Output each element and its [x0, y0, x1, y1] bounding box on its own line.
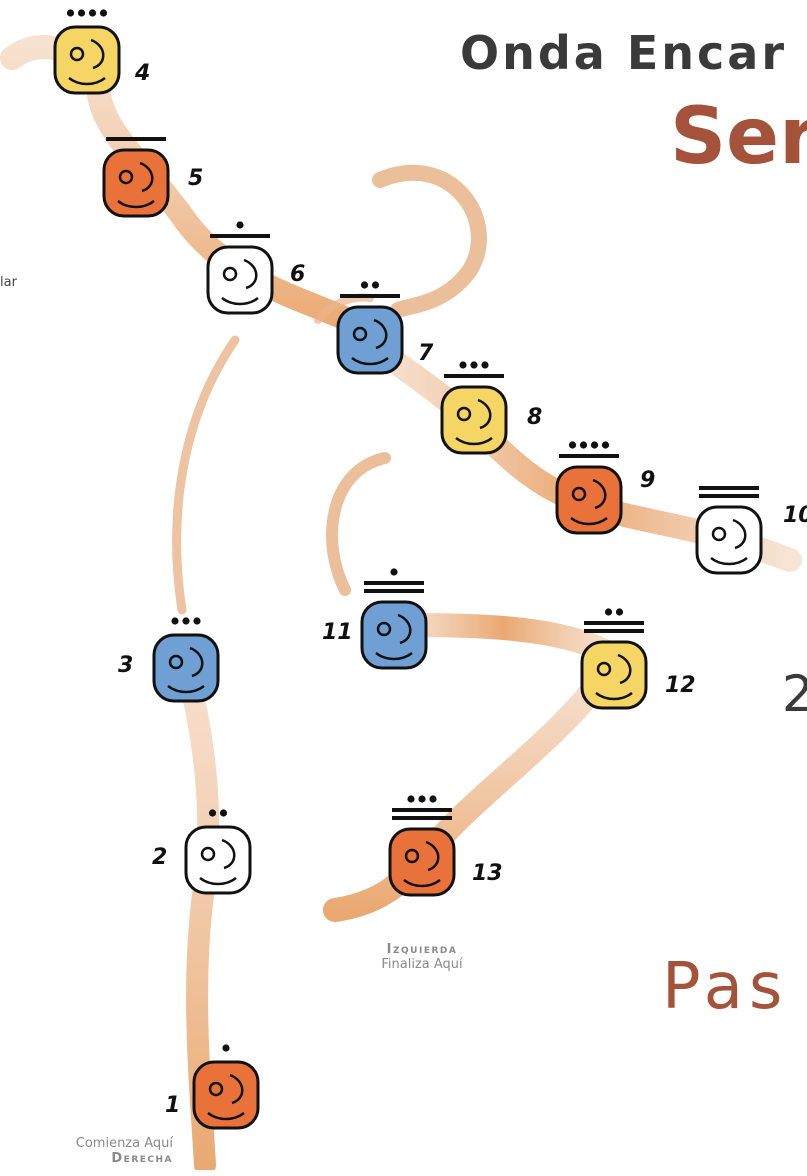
glyph-number-1: 1 — [165, 1093, 180, 1118]
glyph-number-9: 9 — [640, 468, 655, 493]
numeral-dot — [580, 441, 587, 448]
title-top: Onda Encar — [460, 26, 787, 80]
end-label: Izquierda Finaliza Aquí — [360, 942, 484, 972]
glyph-number-3: 3 — [118, 653, 133, 678]
glyph-12: 12 — [582, 608, 696, 708]
glyph-number-13: 13 — [472, 861, 503, 886]
numeral-dot — [481, 361, 488, 368]
numeral-dot — [193, 617, 200, 624]
footer-word: Pas — [662, 950, 788, 1024]
numeral-dot — [361, 281, 368, 288]
start-direction-label: Derecha — [40, 1151, 173, 1166]
numeral-bar — [106, 137, 166, 141]
numeral-dot — [616, 608, 623, 615]
glyph-number-2: 2 — [152, 845, 167, 870]
numeral-bar — [584, 621, 644, 625]
numeral-dot — [171, 617, 178, 624]
numeral-dot — [222, 1044, 229, 1051]
numeral-dot — [569, 441, 576, 448]
start-sub-label: Comienza Aquí — [40, 1136, 173, 1151]
numeral-bar — [364, 589, 424, 593]
ribbon-loop-7 — [380, 173, 479, 310]
numeral-dot — [67, 9, 74, 16]
numeral-dot — [89, 9, 96, 16]
numeral-dot — [390, 568, 397, 575]
glyph-number-11: 11 — [322, 620, 353, 645]
ribbon-11-12 — [395, 625, 612, 655]
numeral-dot — [100, 9, 107, 16]
numeral-bar — [699, 494, 759, 498]
numeral-dot — [236, 221, 243, 228]
glyph-number-10: 10 — [783, 503, 807, 528]
numeral-bar — [210, 234, 270, 238]
glyph-number-7: 7 — [418, 341, 434, 366]
numeral-dot — [220, 809, 227, 816]
cut-off-label: lar — [0, 275, 17, 290]
numeral-bar — [364, 581, 424, 585]
start-label: Comienza Aquí Derecha — [40, 1146, 173, 1176]
glyph-number-12: 12 — [665, 673, 696, 698]
numeral-bar — [699, 486, 759, 490]
numeral-dot — [470, 361, 477, 368]
ribbon-3-6 — [177, 340, 235, 610]
ribbon-11-crescent — [332, 458, 385, 590]
numeral-dot — [182, 617, 189, 624]
glyph-3: 3 — [118, 617, 218, 701]
glyph-13: 13 — [390, 795, 503, 895]
numeral-dot — [78, 9, 85, 16]
glyph-1: 1 — [165, 1044, 258, 1128]
numeral-bar — [444, 374, 504, 378]
end-direction-label: Izquierda — [360, 942, 484, 957]
numeral-dot — [407, 795, 414, 802]
glyph-number-6: 6 — [290, 262, 305, 287]
glyph-8: 8 — [442, 361, 542, 453]
numeral-dot — [591, 441, 598, 448]
numeral-dot — [605, 608, 612, 615]
numeral-dot — [429, 795, 436, 802]
numeral-bar — [392, 816, 452, 820]
side-number: 2 — [782, 665, 807, 723]
numeral-dot — [602, 441, 609, 448]
numeral-bar — [584, 629, 644, 633]
title-main: Ser — [670, 92, 807, 182]
glyph-number-5: 5 — [188, 166, 203, 191]
numeral-bar — [340, 294, 400, 298]
numeral-dot — [459, 361, 466, 368]
glyph-7: 7 — [338, 281, 434, 373]
numeral-dot — [418, 795, 425, 802]
numeral-bar — [392, 808, 452, 812]
end-sub-label: Finaliza Aquí — [360, 957, 484, 972]
glyph-4: 4 — [55, 9, 150, 93]
glyph-number-8: 8 — [527, 405, 542, 430]
numeral-dot — [372, 281, 379, 288]
numeral-dot — [209, 809, 216, 816]
glyph-number-4: 4 — [134, 61, 150, 86]
numeral-bar — [559, 454, 619, 458]
